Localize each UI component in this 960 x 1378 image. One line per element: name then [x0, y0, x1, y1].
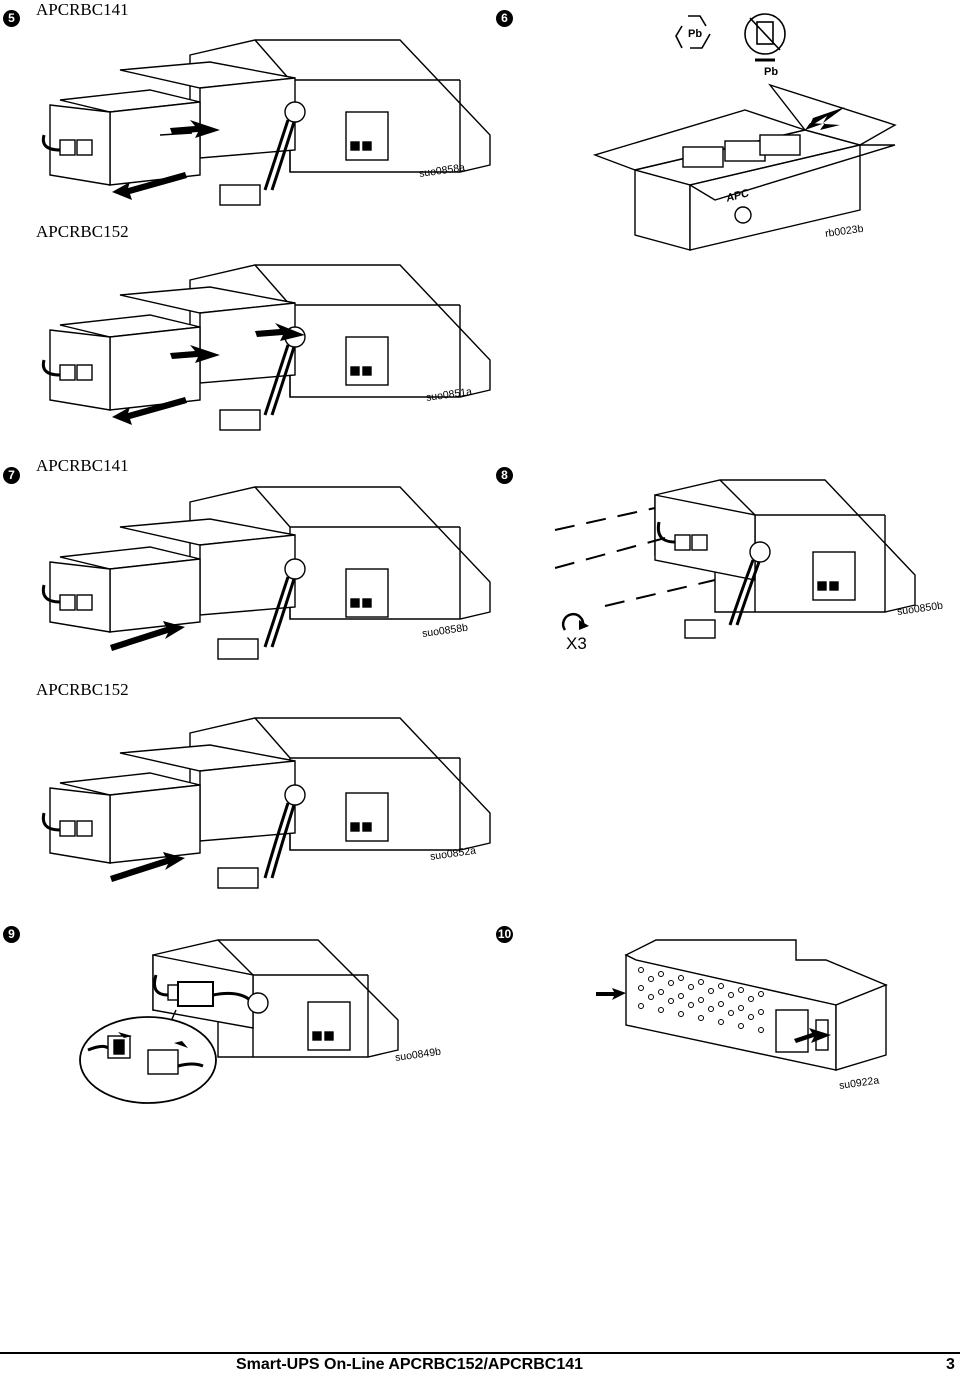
step-5-number: 5	[3, 10, 20, 27]
footer-divider	[0, 1352, 960, 1354]
step-7-number: 7	[3, 467, 20, 484]
footer-page-number: 3	[946, 1356, 955, 1373]
footer-document-title: Smart-UPS On-Line APCRBC152/APCRBC141	[236, 1356, 584, 1373]
ups-front-bezel-figure	[596, 939, 888, 1071]
recycle-symbol-icon	[675, 13, 786, 62]
step-5-model-apcrbc152: APCRBC152	[36, 222, 129, 241]
step-7-model-apcrbc152: APCRBC152	[36, 680, 129, 699]
pb-label-bin: Pb	[764, 66, 779, 78]
step-9-number: 9	[3, 926, 20, 943]
step-10-number: 10	[496, 926, 513, 943]
ups-battery-removal-figure-a	[41, 39, 491, 206]
step-7-model-apcrbc141: APCRBC141	[36, 456, 129, 475]
repeat-count-x3: X3	[566, 634, 587, 653]
ups-battery-insert-figure-b	[41, 717, 491, 889]
ups-battery-removal-figure-b	[41, 264, 491, 431]
ups-screws-fasten-figure	[554, 479, 916, 639]
battery-shipping-box-figure	[592, 83, 897, 251]
battery-connector-figure	[79, 939, 399, 1104]
step-8-number: 8	[496, 467, 513, 484]
pb-label-recycle: Pb	[688, 28, 703, 40]
step-6-number: 6	[496, 10, 513, 27]
step-5-model-apcrbc141: APCRBC141	[36, 0, 129, 19]
ups-battery-insert-figure-a	[41, 486, 491, 660]
